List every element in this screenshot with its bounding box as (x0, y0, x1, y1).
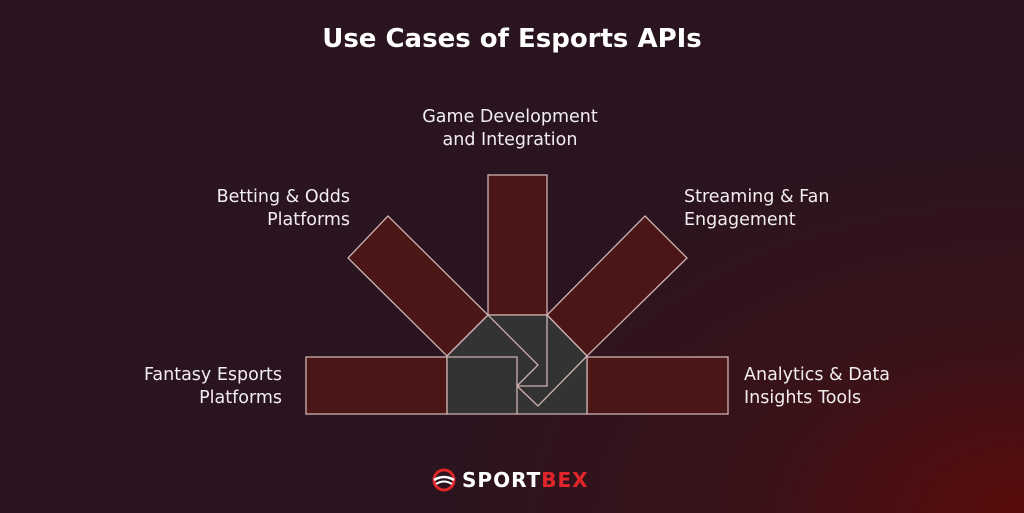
hub-square-diag-right (516, 355, 588, 407)
bar-betting (347, 215, 489, 357)
bar-streaming (546, 215, 688, 357)
logo-text-bex: BEX (541, 468, 589, 492)
logo-text-sport: SPORT (462, 468, 542, 492)
page-title: Use Cases of Esports APIs (322, 24, 702, 54)
hub-square-left (447, 356, 518, 414)
logo-ball-icon (432, 468, 456, 492)
bar-fantasy (305, 356, 448, 415)
bar-game-development (487, 174, 548, 316)
hub-square-top (517, 315, 548, 387)
bar-analytics (586, 356, 729, 415)
hub-square-diag-left (487, 314, 539, 387)
